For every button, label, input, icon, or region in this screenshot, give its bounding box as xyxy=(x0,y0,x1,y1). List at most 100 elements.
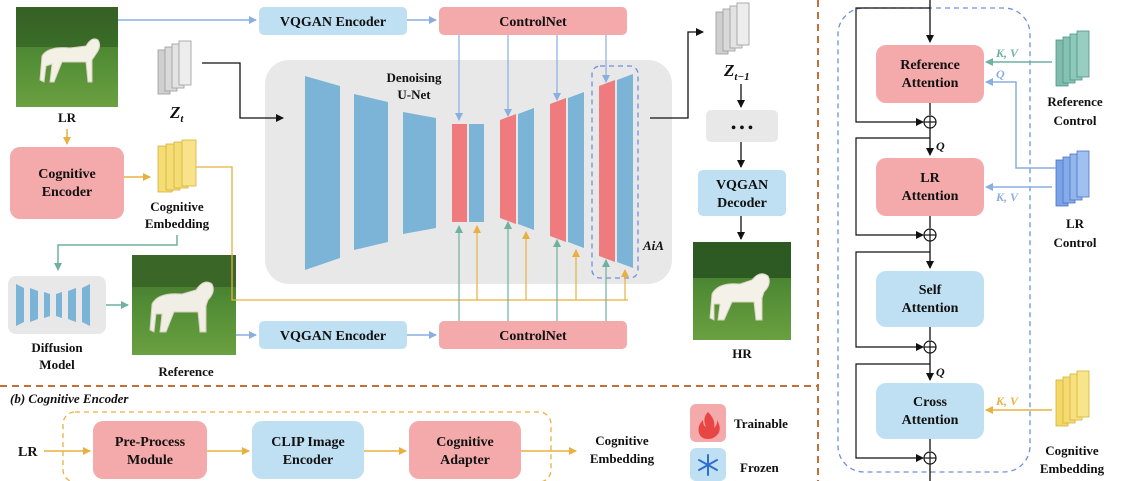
svg-text:CLIP Image: CLIP Image xyxy=(271,435,345,450)
unet-down-block-2 xyxy=(354,94,388,250)
svg-text:Attention: Attention xyxy=(902,301,959,316)
hr-image xyxy=(693,242,791,340)
svg-text:Encoder: Encoder xyxy=(283,453,334,468)
svg-text:Encoder: Encoder xyxy=(42,185,93,200)
hr-label: HR xyxy=(732,346,752,361)
svg-text:Cognitive: Cognitive xyxy=(436,435,494,450)
svg-text:Decoder: Decoder xyxy=(717,196,767,211)
legend-trainable: Trainable xyxy=(690,404,788,442)
svg-text:VQGAN Encoder: VQGAN Encoder xyxy=(280,15,386,30)
residual-3 xyxy=(855,251,930,351)
svg-text:ControlNet: ControlNet xyxy=(499,15,567,30)
diffusion-model-icon xyxy=(8,276,106,334)
zt-to-unet-arrow xyxy=(202,62,284,122)
residual-1 xyxy=(855,7,930,126)
q-label-1: Q xyxy=(936,139,945,153)
embedding-to-diffusion-arrow xyxy=(54,235,178,271)
lr-image xyxy=(16,7,118,107)
cross-attention-box: Cross Attention xyxy=(876,383,984,439)
flame-icon xyxy=(698,412,720,439)
svg-text:Frozen: Frozen xyxy=(740,460,780,475)
lr-attention-box: LR Attention xyxy=(876,158,984,216)
controlnet-top: ControlNet xyxy=(439,7,627,35)
vqgan-encoder-top: VQGAN Encoder xyxy=(259,7,407,35)
unet-up-frozen-3 xyxy=(617,74,633,268)
diffusion-model-label-1: Diffusion xyxy=(31,340,83,355)
unet-title-1: Denoising xyxy=(387,70,442,85)
svg-text:Self: Self xyxy=(919,283,942,298)
zt1-label: Zt−1 xyxy=(723,61,750,83)
aia-dashed-box xyxy=(591,65,639,279)
unet-to-zt1-arrow xyxy=(650,28,704,119)
embedding-kv-label: K, V xyxy=(995,394,1019,408)
pre-process-module-box: Pre-Process Module xyxy=(93,421,207,479)
cognitive-embedding-label-2: Embedding xyxy=(145,216,210,231)
unet-mid-frozen xyxy=(469,124,484,222)
add-node-2 xyxy=(923,228,937,242)
cognitive-encoder-dashed-box xyxy=(62,411,552,481)
panel-c-cognitive-embedding-icon xyxy=(1055,370,1090,427)
clip-image-encoder-box: CLIP Image Encoder xyxy=(252,421,364,479)
unet-up-trainable-1 xyxy=(500,114,516,224)
cognitive-adapter-box: Cognitive Adapter xyxy=(409,421,521,479)
cognitive-embedding-icon xyxy=(157,139,197,193)
unet-down-block-3 xyxy=(403,112,436,234)
reference-image xyxy=(132,255,236,355)
add-node-1 xyxy=(923,115,937,129)
lr-q-label: Q xyxy=(996,67,1005,81)
svg-text:Reference: Reference xyxy=(900,58,960,73)
unet-up-frozen-2 xyxy=(568,92,584,248)
svg-text:Trainable: Trainable xyxy=(734,416,788,431)
zt-latent-icon xyxy=(157,40,192,95)
lr-kv-label: K, V xyxy=(995,190,1019,204)
reference-control-label-1: Reference xyxy=(1047,94,1103,109)
svg-text:LR: LR xyxy=(920,171,940,186)
panel-c-embedding-label-1: Cognitive xyxy=(1045,443,1099,458)
aia-label: AiA xyxy=(642,238,664,253)
svg-text:Cross: Cross xyxy=(913,395,948,410)
svg-text:ControlNet: ControlNet xyxy=(499,329,567,344)
unet-up-trainable-2 xyxy=(550,98,566,242)
svg-text:Pre-Process: Pre-Process xyxy=(115,435,186,450)
cognitive-embedding-label-1: Cognitive xyxy=(150,199,204,214)
svg-text:Attention: Attention xyxy=(902,76,959,91)
dots-box: • • • xyxy=(706,110,778,142)
ref-kv-label: K, V xyxy=(995,46,1019,60)
panel-c-embedding-label-2: Embedding xyxy=(1040,461,1105,476)
svg-text:Cognitive: Cognitive xyxy=(38,167,96,182)
diffusion-model-label-2: Model xyxy=(39,357,75,372)
svg-text:Module: Module xyxy=(127,453,173,468)
vqgan-encoder-bottom: VQGAN Encoder xyxy=(259,321,407,349)
svg-text:Adapter: Adapter xyxy=(440,453,490,468)
vqgan-decoder-box: VQGAN Decoder xyxy=(698,170,786,216)
cognitive-encoder-box: Cognitive Encoder xyxy=(10,147,124,219)
reference-control-icon xyxy=(1055,30,1090,87)
reference-control-label-2: Control xyxy=(1053,113,1096,128)
legend-frozen: Frozen xyxy=(690,448,780,481)
panel-b-lr-label: LR xyxy=(18,445,38,460)
svg-text:VQGAN Encoder: VQGAN Encoder xyxy=(280,329,386,344)
svg-text:• • •: • • • xyxy=(731,121,753,136)
self-attention-box: Self Attention xyxy=(876,271,984,327)
lr-control-icon xyxy=(1055,150,1090,207)
q-label-2: Q xyxy=(936,365,945,379)
zt1-latent-icon xyxy=(715,2,750,55)
lr-control-label-1: LR xyxy=(1066,216,1085,231)
unet-up-trainable-3 xyxy=(599,80,615,262)
panel-b-embedding-label-1: Cognitive xyxy=(595,433,649,448)
panel-b-title: (b) Cognitive Encoder xyxy=(10,391,129,406)
zt-label: Zt xyxy=(169,103,184,125)
aia-detail-dashed-box xyxy=(837,7,1031,473)
unet-title-2: U-Net xyxy=(397,87,431,102)
svg-text:Attention: Attention xyxy=(902,413,959,428)
unet-mid-trainable xyxy=(452,124,467,222)
residual-2 xyxy=(855,137,930,239)
embedding-to-unet-line xyxy=(196,166,628,301)
reference-attention-box: Reference Attention xyxy=(876,45,984,103)
snowflake-icon xyxy=(698,454,718,476)
add-node-4 xyxy=(923,451,937,465)
lr-control-label-2: Control xyxy=(1053,235,1096,250)
unet-up-frozen-1 xyxy=(518,108,534,230)
controlnet-bottom: ControlNet xyxy=(439,321,627,349)
